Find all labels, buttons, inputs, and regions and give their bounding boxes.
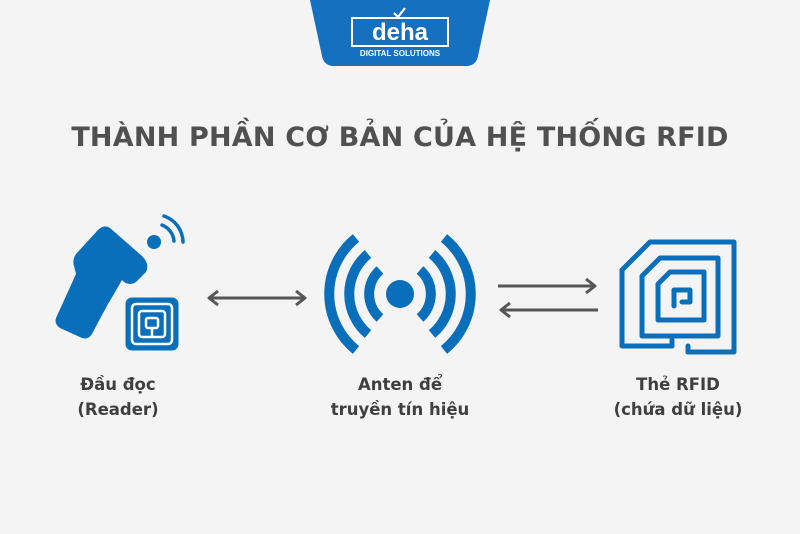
- logo: deha DIGITAL SOLUTIONS: [310, 0, 490, 66]
- label-antenna-line2: truyền tín hiệu: [330, 400, 470, 419]
- logo-tagline: DIGITAL SOLUTIONS: [360, 49, 441, 58]
- logo-tab-shape: deha DIGITAL SOLUTIONS: [310, 0, 490, 66]
- label-reader-line2: (Reader): [77, 400, 159, 419]
- label-tag-line2: (chứa dữ liệu): [613, 400, 743, 419]
- label-tag-line1: Thẻ RFID: [636, 375, 720, 394]
- label-reader-line1: Đầu đọc: [80, 375, 156, 394]
- label-reader: Đầu đọc (Reader): [8, 372, 228, 422]
- rfid-reader-icon: [50, 208, 190, 362]
- two-way-arrows: [496, 276, 600, 324]
- checkmark-icon: [393, 7, 406, 19]
- label-tag: Thẻ RFID (chứa dữ liệu): [568, 372, 788, 422]
- label-antenna: Anten để truyền tín hiệu: [290, 372, 510, 422]
- page-title: THÀNH PHẦN CƠ BẢN CỦA HỆ THỐNG RFID: [71, 122, 729, 153]
- logo-brand: deha: [372, 19, 429, 46]
- rfid-tag-icon: [612, 232, 742, 360]
- bidirectional-arrow: [206, 288, 308, 312]
- antenna-signal-icon: [322, 232, 478, 360]
- label-antenna-line1: Anten để: [357, 375, 443, 394]
